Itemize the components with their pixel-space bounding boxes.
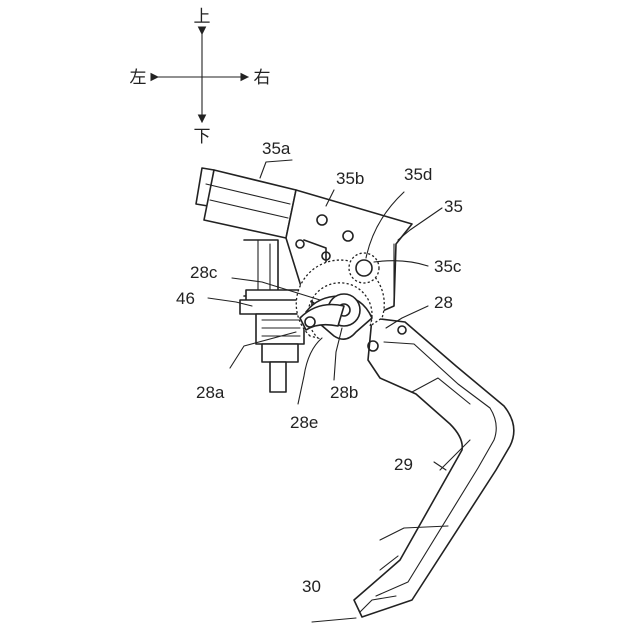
label-35: 35 <box>444 197 463 216</box>
label-30: 30 <box>302 577 321 596</box>
label-28: 28 <box>434 293 453 312</box>
label-28a: 28a <box>196 383 225 402</box>
leader-35a <box>260 160 292 178</box>
label-28b: 28b <box>330 383 358 402</box>
direction-indicator: 上 下 左 右 <box>130 7 271 147</box>
label-29: 29 <box>394 455 413 474</box>
leader-30 <box>312 618 356 622</box>
label-28c: 28c <box>190 263 218 282</box>
direction-left-label: 左 <box>130 68 147 88</box>
label-35c: 35c <box>434 257 462 276</box>
direction-up-label: 上 <box>194 7 211 27</box>
leader-28e <box>298 338 322 404</box>
small-gear-35d <box>349 253 379 283</box>
label-46: 46 <box>176 289 195 308</box>
direction-right-label: 右 <box>254 68 271 88</box>
label-28e: 28e <box>290 413 318 432</box>
direction-down-label: 下 <box>194 127 211 147</box>
label-35d: 35d <box>404 165 432 184</box>
pedal-arm-29 <box>354 318 514 617</box>
label-35a: 35a <box>262 139 291 158</box>
motor-35a <box>196 168 296 238</box>
label-35b: 35b <box>336 169 364 188</box>
